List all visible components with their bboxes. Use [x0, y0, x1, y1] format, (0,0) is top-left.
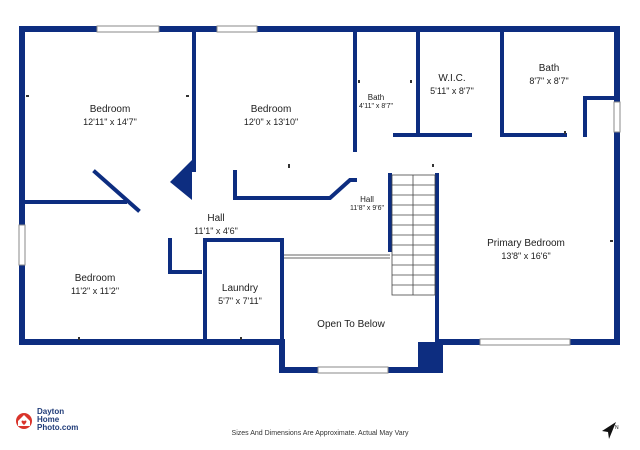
window [18, 224, 26, 266]
wall-bed1-angle [92, 169, 141, 213]
disclaimer-text: Sizes And Dimensions Are Approximate. Ac… [231, 430, 409, 437]
window [317, 366, 389, 374]
room-label-wic: W.I.C.5'11" x 8'7" [430, 73, 474, 96]
svg-text:N: N [615, 425, 619, 431]
column-corner [418, 342, 440, 370]
window [216, 25, 258, 33]
wall-bed2-closet [233, 170, 357, 200]
wall-laundry [203, 238, 284, 344]
closet-corner [170, 160, 192, 200]
window [613, 101, 621, 133]
wall-bed3-right [168, 238, 202, 274]
north-arrow-icon: N [602, 422, 619, 439]
house-heart-icon [16, 413, 32, 429]
logo-line-1: Dayton [37, 407, 65, 416]
window [479, 338, 571, 346]
logo-line-2: Home [37, 415, 60, 424]
wall-bath2-nook [583, 96, 619, 137]
company-logo: Dayton Home Photo.com [14, 408, 78, 432]
logo-line-3: Photo.com [37, 423, 79, 432]
room-label-open-to-below: Open To Below [317, 319, 385, 330]
window [96, 25, 160, 33]
